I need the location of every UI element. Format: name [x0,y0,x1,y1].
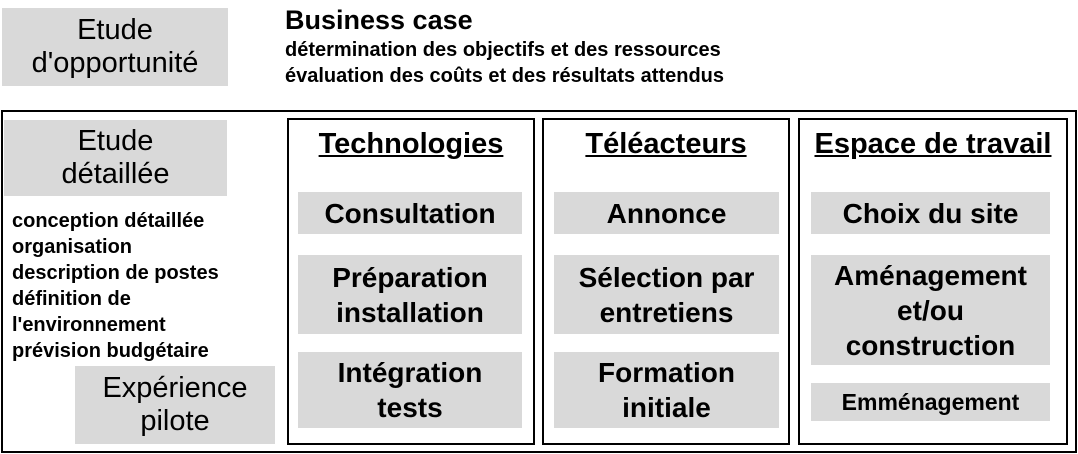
detailed-study-item: définition de [12,288,131,310]
workspace-box-emmenagement: Emménagement [811,383,1050,421]
teleacteurs-box-formation: Formation initiale [554,352,779,428]
technologies-box-integration: Intégration tests [298,352,522,428]
detailed-study-item: l'environnement [12,314,166,336]
detailed-study-box: Etude détaillée [4,120,227,196]
pilot-experience-box: Expérience pilote [75,366,275,444]
teleacteurs-box-selection: Sélection par entretiens [554,255,779,334]
outer-frame [1,110,1077,453]
teleacteurs-box-annonce: Annonce [554,192,779,234]
business-case-title: Business case [285,5,473,35]
technologies-box-preparation: Préparation installation [298,255,522,334]
workspace-box-amenagement: Aménagement et/ou construction [811,255,1050,365]
business-case-line-2: évaluation des coûts et des résultats at… [285,65,725,87]
workspace-column [798,118,1068,445]
detailed-study-item: organisation [12,236,133,258]
teleacteurs-title: Téléacteurs [585,128,747,160]
technologies-column [287,118,535,445]
workspace-title: Espace de travail [814,128,1052,160]
detailed-study-item: prévision budgétaire [12,340,209,362]
technologies-title: Technologies [318,128,504,160]
detailed-study-list: conception détaillée organisation descri… [12,208,219,364]
technologies-box-consultation: Consultation [298,192,522,234]
opportunity-study-box: Etude d'opportunité [2,8,228,86]
workspace-box-site: Choix du site [811,192,1050,234]
teleacteurs-column [542,118,790,445]
business-case-line-1: détermination des objectifs et des resso… [285,39,721,61]
detailed-study-item: description de postes [12,262,219,284]
detailed-study-item: conception détaillée [12,210,205,232]
